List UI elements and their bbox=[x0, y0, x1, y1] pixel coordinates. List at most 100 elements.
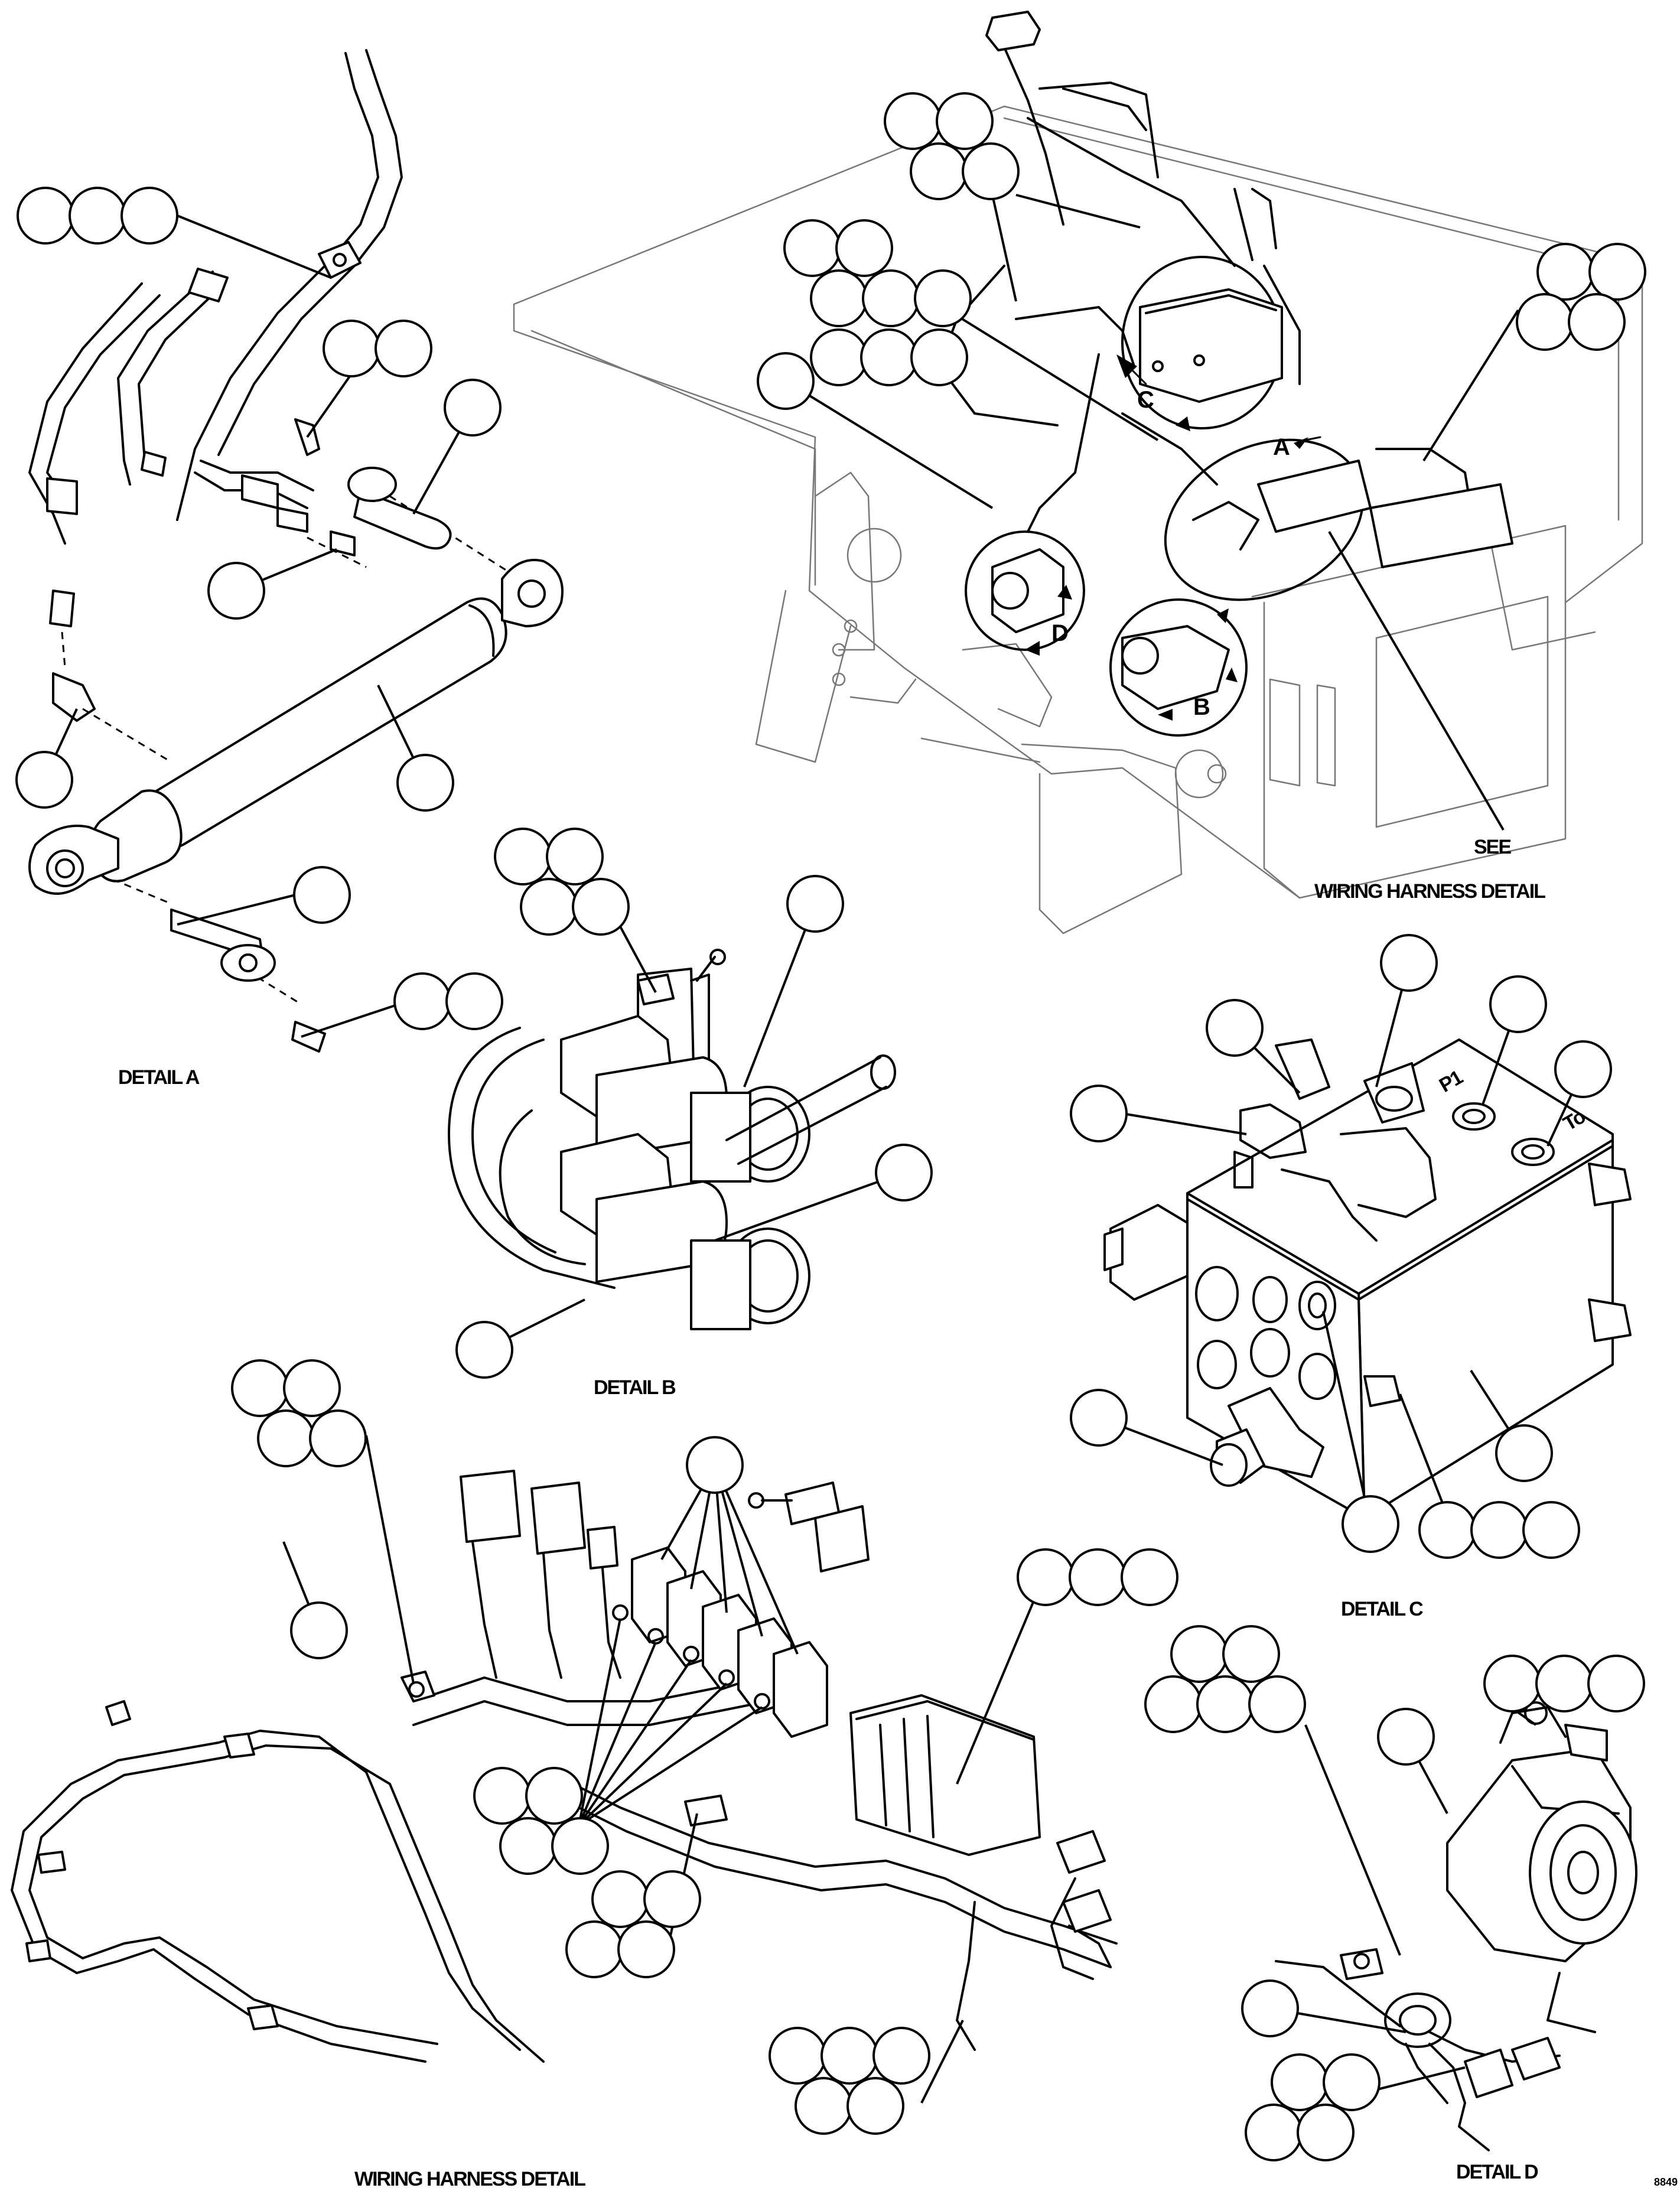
callout-bubble bbox=[1170, 1625, 1228, 1683]
detail-c-label: DETAIL C bbox=[1341, 1598, 1423, 1620]
detail-b-drawing bbox=[448, 949, 896, 1330]
callout-bubble bbox=[309, 1409, 367, 1467]
callout-bubble bbox=[290, 1601, 348, 1659]
detail-d-label: DETAIL D bbox=[1456, 2161, 1538, 2183]
callout-bubble bbox=[1206, 999, 1264, 1057]
callout-bubble bbox=[1297, 2104, 1355, 2161]
machine-frame-overview bbox=[513, 11, 1643, 935]
callout-bubble bbox=[1196, 1675, 1254, 1733]
callout-bubble bbox=[795, 2077, 852, 2135]
callout-bubble bbox=[862, 269, 920, 327]
callout-bubble bbox=[1587, 1655, 1645, 1712]
callout-bubble bbox=[757, 352, 815, 410]
callout-bubble bbox=[121, 187, 178, 245]
callout-bubble bbox=[69, 187, 126, 245]
callout-bubble bbox=[846, 2077, 904, 2135]
callout-bubble bbox=[910, 142, 968, 200]
callout-bubble bbox=[546, 828, 604, 885]
detail-a-drawing bbox=[28, 49, 564, 1053]
callout-bubble bbox=[1535, 1655, 1593, 1712]
callout-bubble bbox=[1070, 1085, 1128, 1142]
callout-bubble bbox=[207, 562, 265, 620]
callout-bubble bbox=[396, 754, 454, 812]
callout-bubble bbox=[323, 320, 380, 377]
callout-bubble bbox=[17, 187, 74, 245]
view-letter-d: D bbox=[1051, 620, 1069, 646]
sheet-id: 8849 bbox=[1654, 2176, 1678, 2188]
callout-bubble bbox=[872, 2027, 930, 2085]
callout-bubble bbox=[375, 320, 432, 377]
callout-bubble bbox=[1536, 243, 1594, 301]
callout-bubble bbox=[283, 1359, 341, 1417]
callout-bubble bbox=[1377, 1708, 1435, 1766]
callout-bubble bbox=[914, 269, 972, 327]
view-arrows bbox=[1025, 354, 1321, 721]
callout-bubble bbox=[293, 866, 351, 924]
callout-bubble bbox=[643, 1870, 701, 1928]
callout-bubble bbox=[591, 1870, 649, 1928]
callout-bubble bbox=[1554, 1040, 1612, 1098]
callout-bubble bbox=[1483, 1655, 1541, 1712]
callout-bubble bbox=[1271, 2053, 1329, 2111]
callout-bubble bbox=[962, 142, 1020, 200]
callout-bubble bbox=[551, 1817, 609, 1875]
callout-bubble bbox=[1380, 934, 1438, 992]
callout-bubble bbox=[572, 878, 630, 936]
wiring-harness-drawing bbox=[11, 1470, 1118, 2063]
wiring-harness-detail-label-bottom: WIRING HARNESS DETAIL bbox=[354, 2168, 585, 2190]
callout-bubble bbox=[1144, 1675, 1202, 1733]
callout-bubble bbox=[1568, 293, 1626, 351]
callout-bubble bbox=[783, 219, 841, 277]
callout-bubble bbox=[1489, 975, 1547, 1033]
callout-bubble bbox=[1418, 1501, 1476, 1559]
callout-bubble bbox=[1470, 1501, 1528, 1559]
callout-bubble bbox=[455, 1321, 513, 1379]
see-label: SEE bbox=[1474, 836, 1511, 858]
callout-bubble bbox=[1495, 1424, 1553, 1482]
callout-bubble bbox=[565, 1920, 623, 1978]
callout-bubble bbox=[1588, 243, 1646, 301]
view-letter-c: C bbox=[1137, 387, 1154, 413]
detail-d-drawing bbox=[1275, 1701, 1637, 2151]
callout-bubble bbox=[499, 1817, 557, 1875]
callout-bubbles bbox=[15, 92, 1646, 2161]
callout-bubble bbox=[1222, 1625, 1280, 1683]
wiring-harness-detail-label-top: WIRING HARNESS DETAIL bbox=[1314, 880, 1545, 903]
callout-bubble bbox=[520, 878, 578, 936]
detail-b-leader-lines bbox=[484, 903, 904, 1351]
callout-bubble bbox=[860, 328, 918, 386]
callout-bubble bbox=[1017, 1548, 1075, 1606]
callout-bubble bbox=[15, 751, 73, 809]
callout-bubble bbox=[1121, 1548, 1178, 1606]
callout-bubble bbox=[1070, 1389, 1128, 1447]
detail-a-label: DETAIL A bbox=[118, 1066, 200, 1089]
callout-bubble bbox=[231, 1359, 289, 1417]
callout-bubble bbox=[810, 269, 868, 327]
callout-bubble bbox=[835, 219, 893, 277]
callout-bubble bbox=[1245, 2104, 1303, 2161]
callout-bubble bbox=[936, 92, 994, 150]
callout-bubble bbox=[1516, 293, 1574, 351]
callout-bubble bbox=[1069, 1548, 1126, 1606]
callout-bubble bbox=[686, 1436, 744, 1494]
view-letter-b: B bbox=[1193, 694, 1210, 720]
callout-bubble bbox=[1248, 1675, 1306, 1733]
callout-bubble bbox=[884, 92, 942, 150]
callout-bubble bbox=[445, 972, 503, 1030]
callout-bubble bbox=[257, 1409, 315, 1467]
callout-bubble bbox=[769, 2027, 826, 2085]
view-letter-a: A bbox=[1273, 434, 1290, 460]
callout-bubble bbox=[910, 328, 968, 386]
callout-bubble bbox=[1241, 1979, 1299, 2037]
callout-bubble bbox=[473, 1767, 531, 1825]
callout-bubble bbox=[821, 2027, 878, 2085]
callout-bubble bbox=[1342, 1495, 1399, 1553]
callout-bubble bbox=[525, 1767, 583, 1825]
detail-c-drawing: P1 To bbox=[1103, 1038, 1632, 1519]
callout-bubble bbox=[875, 1144, 933, 1202]
callout-bubble bbox=[786, 875, 844, 933]
callout-bubble bbox=[444, 379, 502, 437]
detail-b-label: DETAIL B bbox=[594, 1376, 676, 1399]
